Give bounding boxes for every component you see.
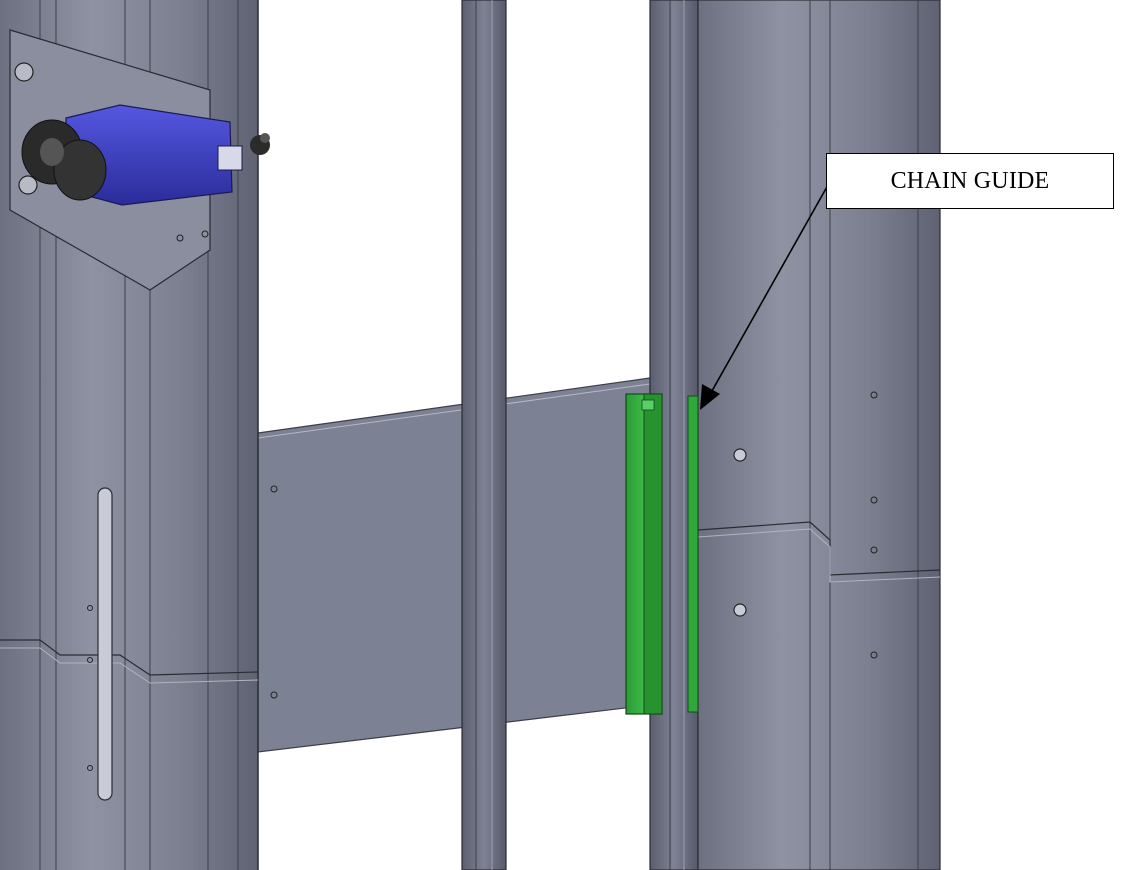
chain-guide <box>625 393 699 715</box>
middle-bar <box>461 0 507 870</box>
limit-switch <box>21 104 270 206</box>
horizontal-panel <box>257 377 651 753</box>
right-outer-column <box>697 0 941 870</box>
chain-guide-label: CHAIN GUIDE <box>826 153 1114 209</box>
callout-leader-arrow <box>700 184 829 410</box>
